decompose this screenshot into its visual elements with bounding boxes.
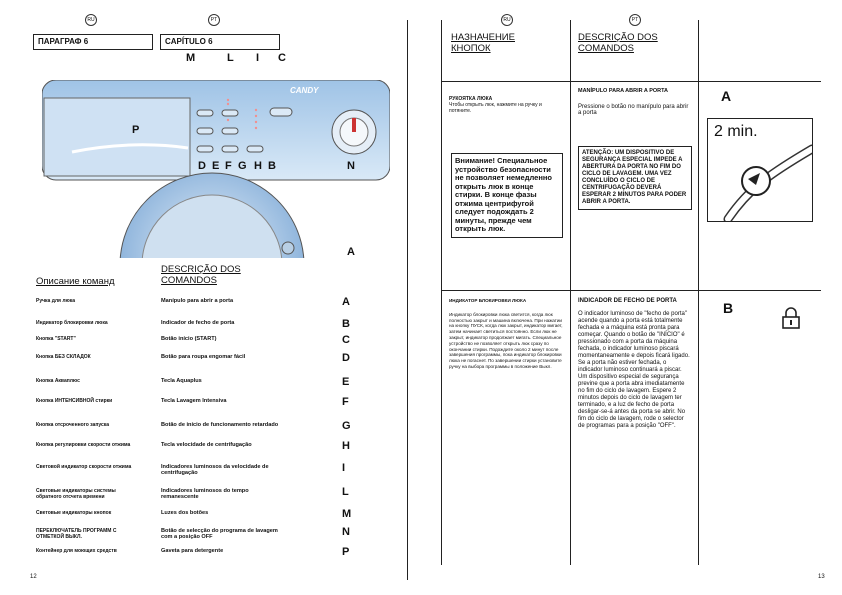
label-b: B	[268, 160, 276, 172]
washing-machine-illustration: CANDY P N D E F G H B A	[42, 80, 390, 258]
command-key-letter: F	[342, 396, 349, 408]
command-label-ru: Кнопка отсроченного запуска	[36, 422, 110, 428]
command-label-ru: Световые индикаторы системы обратного от…	[36, 488, 116, 500]
door-handle-pt-heading: MANÍPULO PARA ABRIR A PORTA	[578, 88, 669, 94]
door-lock-ru-heading: ИНДИКАТОР БЛОКИРОВКИ ЛЮКА	[449, 298, 527, 303]
label-h: H	[254, 160, 262, 172]
command-key-letter: A	[342, 296, 350, 308]
machine-panel-icon	[42, 80, 390, 258]
command-label-pt: Botão para roupa engomar fácil	[161, 354, 246, 360]
command-label-pt: Botão início (START)	[161, 336, 217, 342]
door-lock-pt-heading: INDICADOR DE FECHO DE PORTA	[578, 298, 677, 304]
label-g: G	[238, 160, 247, 172]
controls-title-pt: DESCRIÇÃO DOS COMANDOS	[578, 32, 658, 54]
row-rule-1	[441, 81, 821, 82]
wait-time-label: 2 min.	[714, 123, 758, 140]
command-label-pt: Gaveta para detergente	[161, 548, 224, 554]
label-d: D	[198, 160, 206, 172]
door-handle-ru-text: Чтобы открыть люк, нажмите на ручку и по…	[449, 102, 542, 115]
flag-ru-icon: RU	[501, 14, 513, 26]
command-key-letter: B	[342, 318, 350, 330]
label-p: P	[132, 124, 140, 136]
command-label-ru: ПЕРЕКЛЮЧАТЕЛЬ ПРОГРАММ С ОТМЕТКОЙ ВЫКЛ.	[36, 528, 117, 540]
command-label-ru: Индикатор блокировки люка	[36, 320, 108, 326]
door-lock-pt: INDICADOR DE FECHO DE PORTA O indicador …	[578, 298, 690, 430]
command-label-pt: Indicador de fecho de porta	[161, 320, 235, 326]
label-n: N	[347, 160, 355, 172]
label-m: M	[186, 52, 196, 64]
block-b-letter: B	[723, 300, 734, 316]
command-key-letter: P	[342, 546, 350, 558]
label-e: E	[212, 160, 220, 172]
command-label-pt: Indicadores luminosos do tempo remanesce…	[161, 488, 249, 500]
door-warning-ru: Внимание! Специальное устройство безопас…	[451, 153, 563, 238]
command-label-ru: Кнопка регулировки скорости отжима	[36, 442, 131, 448]
door-handle-pt: MANÍPULO PARA ABRIR A PORTA Pressione o …	[578, 88, 693, 117]
column-rule-1	[570, 20, 571, 565]
flag-ru-icon: RU	[85, 14, 97, 26]
command-label-ru: Контейнер для моющих средств	[36, 548, 117, 554]
command-label-ru: Ручка для люка	[36, 298, 76, 304]
command-label-ru: Кнопка ИНТЕНСИВНОЙ стирки	[36, 398, 113, 404]
brand-logo: CANDY	[290, 86, 319, 95]
command-key-letter: E	[342, 376, 350, 388]
command-label-pt: Botão de início de funcionamento retarda…	[161, 422, 279, 428]
page-number-right: 13	[818, 574, 825, 580]
command-key-letter: I	[342, 462, 346, 474]
flag-pt-icon: PT	[629, 14, 641, 26]
door-lock-ru: ИНДИКАТОР БЛОКИРОВКИ ЛЮКА Индикатор блок…	[449, 298, 564, 370]
label-c: C	[278, 52, 286, 64]
door-warning-pt: ATENÇÃO: UM DISPOSITIVO DE SEGURANÇA ESP…	[578, 146, 692, 210]
row-rule-2	[441, 290, 821, 291]
page-number-left: 12	[30, 574, 37, 580]
command-label-pt: Tecla Lavagem Intensiva	[161, 398, 227, 404]
label-a: A	[347, 246, 355, 258]
lock-icon	[782, 307, 800, 329]
page-divider	[407, 20, 408, 580]
door-handle-icon	[723, 144, 812, 221]
command-label-ru: Световые индикаторы кнопок	[36, 510, 112, 516]
left-rule	[441, 20, 442, 565]
right-page: RU PT НАЗНАЧЕНИЕ КНОПОК DESCRIÇÃO DOS CO…	[407, 0, 842, 595]
command-key-letter: M	[342, 508, 352, 520]
command-key-letter: D	[342, 352, 350, 364]
section-header-pt: CAPÍTULO 6	[160, 34, 280, 50]
command-key-letter: C	[342, 334, 350, 346]
left-page: RU PT ПАРАГРАФ 6 CAPÍTULO 6 M L I C	[30, 14, 390, 580]
door-handle-pt-text: Pressione o botão no manípulo para abrir…	[578, 104, 689, 117]
block-a-letter: A	[721, 88, 732, 104]
command-key-letter: L	[342, 486, 349, 498]
command-label-ru: Кнопка Акваплюс	[36, 378, 80, 384]
command-label-pt: Luzes dos botões	[161, 510, 209, 516]
label-i: I	[256, 52, 260, 64]
command-label-ru: Кнопка "START"	[36, 336, 76, 342]
command-label-ru: Кнопка БЕЗ СКЛАДОК	[36, 354, 91, 360]
flag-pt-icon: PT	[208, 14, 220, 26]
command-key-letter: H	[342, 440, 350, 452]
door-lock-pt-text: O indicador luminoso de "fecho de porta"…	[578, 311, 690, 429]
commands-title-pt: DESCRIÇÃO DOS COMANDOS	[161, 264, 241, 286]
column-rule-2	[698, 20, 699, 565]
label-l: L	[227, 52, 234, 64]
door-lock-ru-text: Индикатор блокировки люка светится, когд…	[449, 311, 563, 369]
command-label-pt: Botão de selecção do programa de lavagem…	[161, 528, 278, 540]
commands-title-ru: Описание команд	[36, 276, 115, 287]
section-header-ru: ПАРАГРАФ 6	[33, 34, 153, 50]
command-label-pt: Manípulo para abrir a porta	[161, 298, 234, 304]
command-label-pt: Tecla Aquaplus	[161, 378, 202, 384]
controls-title-ru: НАЗНАЧЕНИЕ КНОПОК	[451, 32, 515, 54]
door-handle-picture: 2 min.	[707, 118, 813, 222]
command-label-pt: Tecla velocidade de centrifugação	[161, 442, 252, 448]
command-key-letter: N	[342, 526, 350, 538]
command-label-pt: Indicadores luminosos da velocidade de c…	[161, 464, 269, 476]
label-f: F	[225, 160, 232, 172]
command-key-letter: G	[342, 420, 351, 432]
door-handle-ru: РУКОЯТКА ЛЮКА Чтобы открыть люк, нажмите…	[449, 96, 564, 115]
door-handle-ru-heading: РУКОЯТКА ЛЮКА	[449, 96, 493, 102]
command-label-ru: Световой индикатор скорости отжима	[36, 464, 132, 470]
